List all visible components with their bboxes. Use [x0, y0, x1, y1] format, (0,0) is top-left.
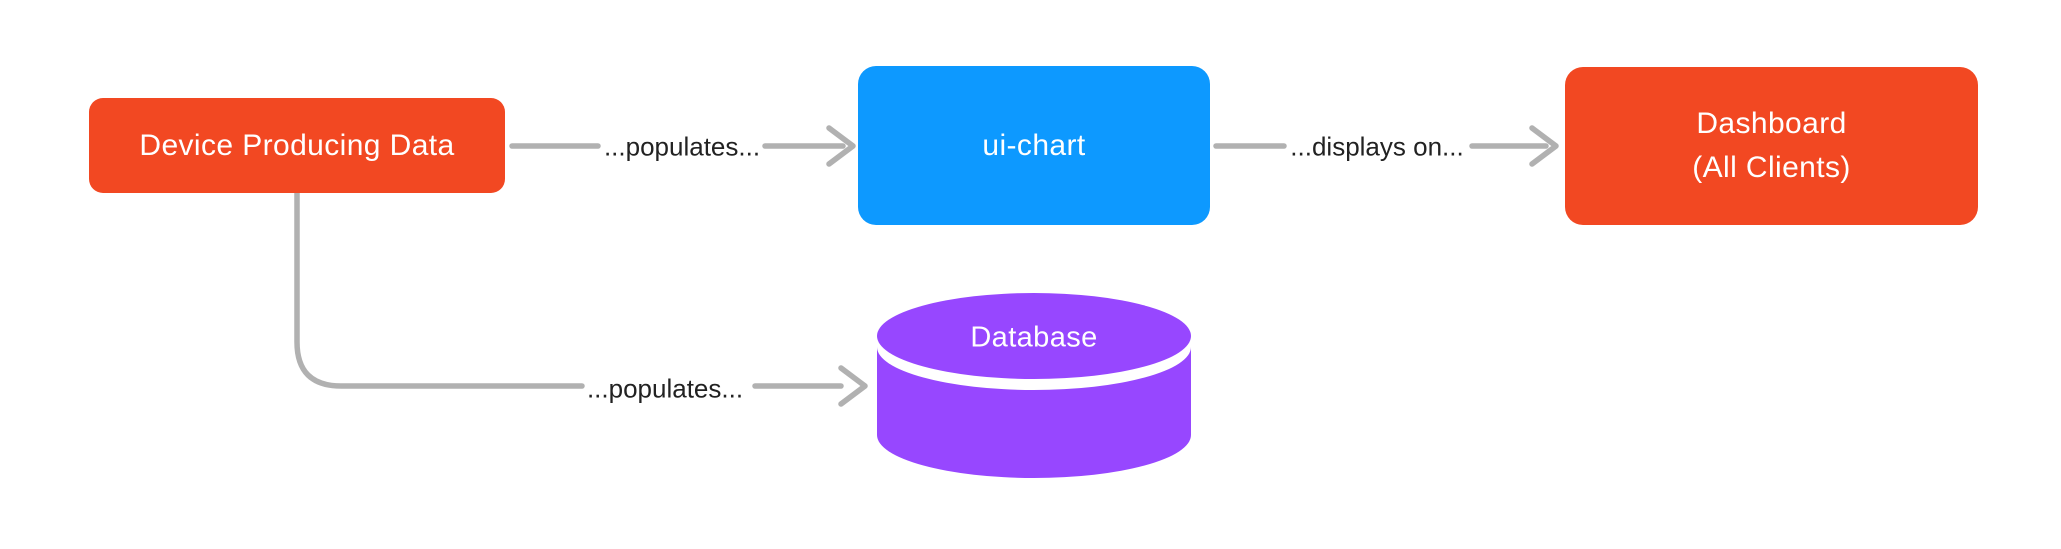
- edge-label-populates-bottom[interactable]: ...populates...: [586, 373, 744, 404]
- node-database[interactable]: [877, 293, 1191, 478]
- node-label: ui-chart: [982, 128, 1086, 162]
- node-database-label: Database: [970, 321, 1098, 354]
- edge-uichart-to-dashboard[interactable]: [1213, 125, 1559, 167]
- node-label: Device Producing Data: [139, 128, 455, 162]
- arrowhead-icon: [1529, 125, 1559, 167]
- edge-device-to-uichart[interactable]: [509, 125, 856, 167]
- edge-label-populates-top[interactable]: ...populates...: [603, 131, 761, 162]
- node-label-line-2: (All Clients): [1692, 151, 1851, 184]
- database-cylinder-body: [877, 347, 1191, 478]
- edge-line: [294, 190, 585, 389]
- node-device-producing-data[interactable]: Device Producing Data: [89, 98, 505, 193]
- edge-device-to-database[interactable]: [294, 190, 868, 407]
- arrowhead-icon: [826, 125, 856, 167]
- database-cylinder-top: [877, 293, 1191, 379]
- node-dashboard[interactable]: Dashboard (All Clients): [1565, 67, 1978, 225]
- edge-label-displays-on[interactable]: ...displays on...: [1290, 131, 1464, 162]
- node-label-line-1: Dashboard: [1696, 107, 1847, 140]
- arrowhead-icon: [838, 365, 868, 407]
- node-ui-chart[interactable]: ui-chart: [858, 66, 1210, 225]
